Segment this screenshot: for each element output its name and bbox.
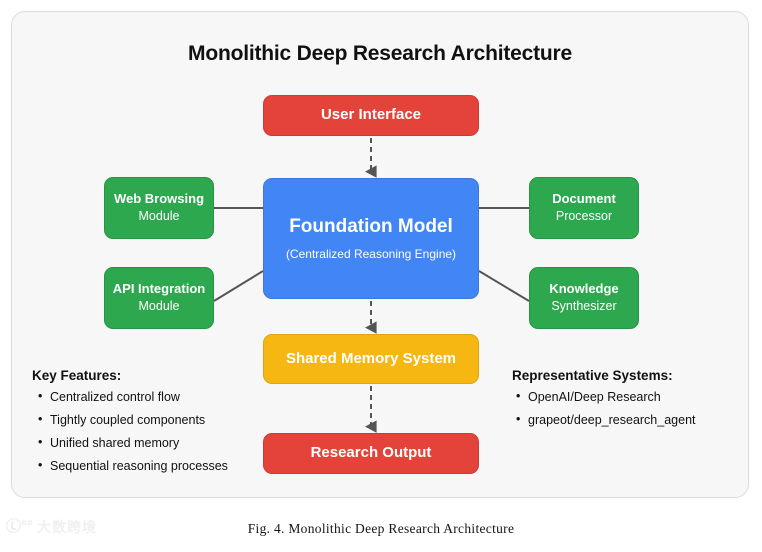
node-web-browsing[interactable]: Web Browsing Module (104, 177, 214, 239)
node-user-interface-label: User Interface (320, 106, 422, 124)
node-api-integration-sublabel: Module (138, 299, 180, 314)
node-web-browsing-label: Web Browsing (113, 191, 205, 207)
node-knowledge-synthesizer-label: Knowledge (549, 281, 619, 297)
node-research-output-label: Research Output (310, 444, 432, 462)
node-research-output[interactable]: Research Output (263, 433, 479, 474)
figure-caption: Fig. 4. Monolithic Deep Research Archite… (247, 521, 515, 536)
list-item: Centralized control flow (32, 389, 262, 404)
node-user-interface[interactable]: User Interface (263, 95, 479, 136)
node-document-processor-label: Document (552, 191, 616, 207)
representative-systems-list: OpenAI/Deep Research grapeot/deep_resear… (512, 389, 742, 427)
list-item: OpenAI/Deep Research (512, 389, 742, 404)
link-foundation-knowledgesynthesizer (478, 270, 530, 302)
page-title: Monolithic Deep Research Architecture (188, 42, 572, 65)
node-knowledge-synthesizer[interactable]: Knowledge Synthesizer (529, 267, 639, 329)
link-apiintegration-foundation (213, 270, 264, 302)
node-foundation-model-label: Foundation Model (289, 215, 453, 237)
list-item: Sequential reasoning processes (32, 458, 262, 473)
watermark-logo-icon: Ⓛ°° (6, 518, 33, 535)
watermark-text: 大数跨境 (37, 518, 97, 535)
node-document-processor[interactable]: Document Processor (529, 177, 639, 239)
node-knowledge-synthesizer-sublabel: Synthesizer (551, 299, 617, 314)
representative-systems-heading: Representative Systems: (512, 368, 673, 383)
node-web-browsing-sublabel: Module (138, 209, 180, 224)
key-features-block: Key Features: Centralized control flow T… (32, 368, 262, 482)
key-features-list: Centralized control flow Tightly coupled… (32, 389, 262, 473)
figure-card: Monolithic Deep Research Architecture Us… (11, 11, 749, 498)
node-document-processor-sublabel: Processor (555, 209, 613, 224)
representative-systems-block: Representative Systems: OpenAI/Deep Rese… (512, 368, 742, 436)
node-api-integration-label: API Integration (112, 281, 206, 297)
list-item: Unified shared memory (32, 435, 262, 450)
list-item: grapeot/deep_research_agent (512, 412, 742, 427)
node-shared-memory-system[interactable]: Shared Memory System (263, 334, 479, 384)
key-features-heading: Key Features: (32, 368, 122, 383)
watermark: Ⓛ°° 大数跨境 (6, 519, 97, 534)
node-api-integration[interactable]: API Integration Module (104, 267, 214, 329)
node-foundation-model[interactable]: Foundation Model (Centralized Reasoning … (263, 178, 479, 299)
node-shared-memory-system-label: Shared Memory System (285, 349, 457, 367)
list-item: Tightly coupled components (32, 412, 262, 427)
node-foundation-model-sublabel: (Centralized Reasoning Engine) (285, 247, 457, 262)
